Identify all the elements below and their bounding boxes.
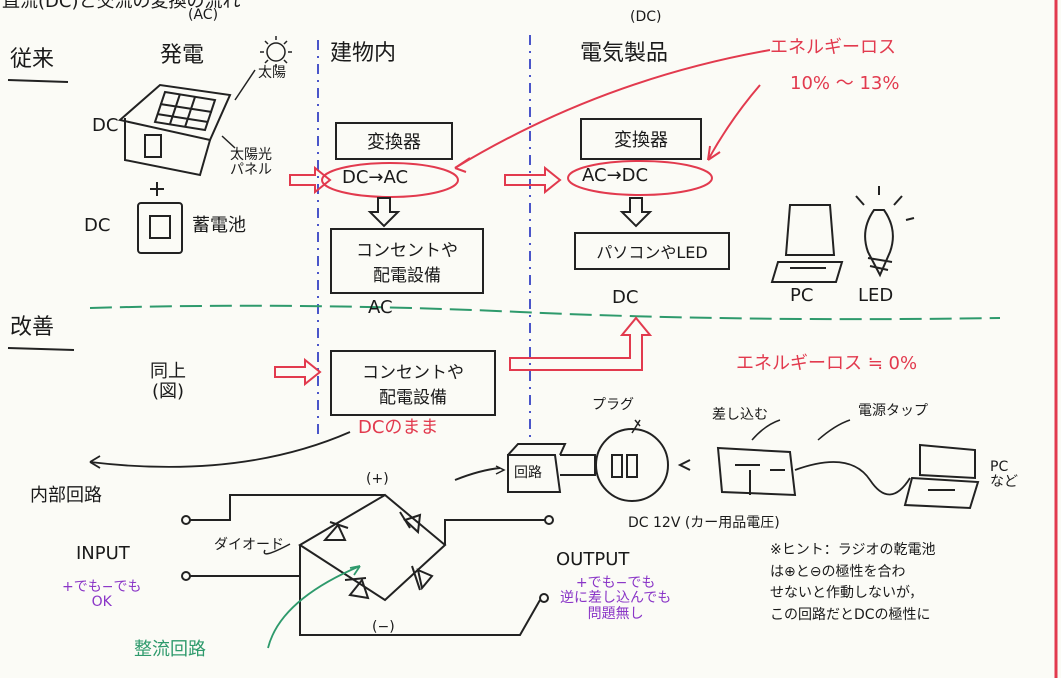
power-strip-icon	[716, 446, 797, 497]
down-arrow-1	[367, 197, 401, 228]
laptop-icon	[903, 443, 980, 510]
energy-loss-zero: エネルギーロス ≒ 0%	[736, 353, 918, 374]
input-label: INPUT	[76, 543, 130, 564]
strip-cable	[794, 461, 911, 496]
diode-pointer	[263, 543, 291, 555]
arrow-up-dc	[509, 316, 653, 371]
loss-arrow-1	[454, 49, 771, 169]
dc-keep-label: DCのまま	[358, 417, 439, 438]
separator-line	[89, 304, 1001, 321]
plug-pointer	[631, 419, 641, 434]
ac-label: AC	[368, 297, 393, 318]
sun-icon	[260, 36, 292, 68]
dc-under-label: DC	[612, 287, 639, 308]
circuit-box-icon	[507, 443, 567, 493]
internal-arrowhead	[89, 455, 101, 469]
energy-loss-value: 10% ～ 13%	[790, 73, 900, 94]
plug-arrow	[677, 459, 691, 471]
internal-pointer	[89, 431, 351, 468]
down-arrow-2	[619, 197, 653, 228]
arrow-to-converter2	[504, 165, 562, 195]
circuit-label: 回路	[514, 465, 542, 481]
circuit-out-arrow	[495, 465, 506, 475]
led-icon	[855, 186, 915, 278]
output-label: OUTPUT	[556, 549, 630, 570]
rectifier-circuit	[181, 467, 554, 636]
power-strip-label: 電源タップ	[858, 403, 928, 419]
energy-loss-label: エネルギーロス	[770, 37, 896, 58]
led-label: LED	[858, 285, 894, 306]
internal-circuit-label: 内部回路	[30, 485, 102, 506]
building-label: 建物内	[330, 41, 397, 66]
input-note: +でも−でも OK	[62, 579, 142, 611]
insert-label: 差し込む	[712, 407, 768, 423]
strip-pointer	[817, 419, 851, 441]
loss-arrowhead-1	[454, 157, 471, 173]
battery-dc-label: DC	[84, 215, 111, 236]
appliance-label: 電気製品	[580, 41, 669, 66]
appliance-dc-label: (DC)	[630, 9, 662, 25]
solar-dc-label: DC	[92, 115, 119, 136]
plus-label: (+)	[366, 471, 389, 487]
converter1-box: 変換器	[335, 122, 453, 160]
diode-label: ダイオード	[214, 537, 284, 553]
generation-label: 発電	[160, 43, 205, 68]
conv2-highlight	[567, 160, 713, 196]
sun-label: 太陽	[258, 65, 286, 81]
arrow-to-converter1	[289, 165, 332, 195]
loss-arrow-2	[707, 84, 761, 161]
outlet1-box: コンセントや 配電設備	[330, 228, 484, 294]
outlet2-box: コンセントや 配電設備	[330, 350, 496, 416]
rectifier-arrowhead	[349, 565, 361, 576]
pc-led-box: パソコンやLED	[574, 232, 730, 270]
converter2-box: 変換器	[580, 118, 702, 160]
battery-icon	[137, 182, 183, 254]
pc-icon	[770, 204, 844, 283]
conv1-flow: DC→AC	[342, 167, 409, 188]
dc12v-label: DC 12V (カー用品電圧)	[628, 515, 780, 531]
sun-ray	[234, 69, 256, 101]
rectifier-pointer	[267, 565, 361, 649]
loss-arrowhead-2	[707, 145, 721, 161]
improved-underline	[7, 347, 75, 351]
improved-label: 改善	[10, 315, 55, 340]
rectifier-label: 整流回路	[134, 639, 206, 660]
same-label: 同上 (図)	[150, 361, 186, 402]
panel-pointer	[221, 135, 236, 149]
arrow-to-outlet2	[274, 357, 322, 387]
battery-label: 蓄電池	[192, 215, 246, 236]
legacy-label: 従来	[10, 47, 55, 72]
page-title: 直流(DC)と交流の変換の流れ	[2, 0, 241, 12]
title-ac-note: (AC)	[188, 7, 219, 23]
solar-panel-label: 太陽光 パネル	[230, 147, 272, 179]
pc-label: PC	[790, 285, 814, 306]
pc-etc-label: PC など	[990, 459, 1018, 491]
conv2-flow: AC→DC	[582, 165, 649, 186]
output-note: +でも−でも 逆に差し込んでも 問題無し	[560, 575, 672, 622]
plug-label: プラグ	[592, 397, 634, 413]
hint-text: ※ヒント：ラジオの乾電池 は⊕と⊖の極性を合わ せないと作動しないが， この回路…	[770, 542, 936, 624]
minus-label: (−)	[372, 619, 395, 635]
legacy-underline	[7, 79, 69, 83]
insert-pointer	[751, 419, 781, 441]
house-icon	[117, 83, 232, 177]
plug-icon	[560, 428, 669, 502]
